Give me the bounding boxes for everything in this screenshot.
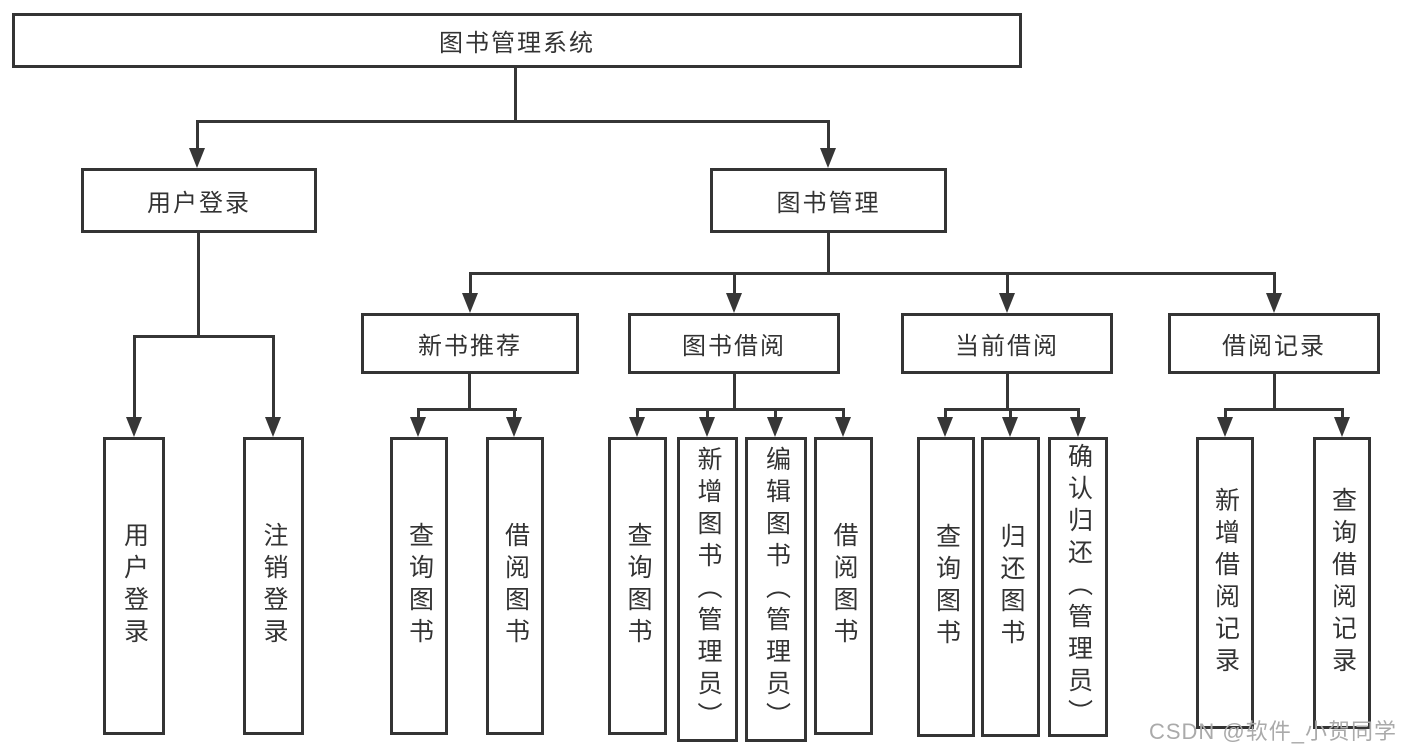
- leaf-cb-query-books: 查询图书: [917, 437, 975, 737]
- connector-root-to-userlogin-shaft: [196, 120, 199, 150]
- connector-newbook-vline: [468, 374, 471, 411]
- leaf-cb-return-books-label: 归还图书: [997, 523, 1025, 651]
- connector-br-add-shaft: [1224, 408, 1227, 420]
- arrow-to-cb-query: [937, 417, 953, 437]
- node-book-borrow: 图书借阅: [628, 313, 840, 374]
- connector-bb-edit-shaft: [774, 408, 777, 420]
- leaf-bb-add-books-admin-label: 新增图书（管理员）: [694, 445, 722, 734]
- arrow-to-newbook: [462, 293, 478, 313]
- node-new-book-recommend: 新书推荐: [361, 313, 579, 374]
- node-current-borrow: 当前借阅: [901, 313, 1113, 374]
- leaf-br-query-record: 查询借阅记录: [1313, 437, 1371, 729]
- connector-bb-borrow-shaft: [842, 408, 845, 420]
- arrow-to-bb-borrow: [835, 417, 851, 437]
- leaf-cb-confirm-return-admin-label: 确认归还（管理员）: [1064, 443, 1093, 731]
- leaf-cb-confirm-return-admin: 确认归还（管理员）: [1048, 437, 1108, 737]
- connector-bookborrow-hline: [636, 408, 845, 411]
- arrow-to-bb-add: [699, 417, 715, 437]
- arrow-to-userlogin: [189, 148, 205, 168]
- leaf-logout-label: 注销登录: [260, 522, 288, 650]
- leaf-user-login: 用户登录: [103, 437, 165, 735]
- connector-to-newbook-shaft: [469, 272, 472, 295]
- connector-nb-borrow-shaft: [513, 408, 516, 420]
- connector-to-leaf-userlogin-shaft: [133, 335, 136, 419]
- leaf-cb-return-books: 归还图书: [981, 437, 1040, 737]
- arrow-to-nb-borrow: [506, 417, 522, 437]
- leaf-bb-query-books: 查询图书: [608, 437, 667, 735]
- csdn-watermark: CSDN @软件_小贺同学: [1148, 719, 1397, 744]
- leaf-br-add-record: 新增借阅记录: [1196, 437, 1254, 729]
- node-root-label: 图书管理系统: [439, 30, 595, 57]
- connector-to-leaf-logout-shaft: [272, 335, 275, 419]
- leaf-bb-add-books-admin: 新增图书（管理员）: [677, 437, 738, 742]
- node-root: 图书管理系统: [12, 13, 1022, 68]
- connector-borrowrecords-vline: [1273, 374, 1276, 411]
- connector-cb-query-shaft: [944, 408, 947, 420]
- leaf-bb-edit-books-admin: 编辑图书（管理员）: [745, 437, 807, 742]
- connector-to-borrowrecords-shaft: [1273, 272, 1276, 295]
- leaf-logout: 注销登录: [243, 437, 304, 735]
- arrow-to-leaf-logout: [265, 417, 281, 437]
- connector-bookborrow-vline: [733, 374, 736, 411]
- leaf-user-login-label: 用户登录: [120, 522, 149, 650]
- connector-nb-query-shaft: [417, 408, 420, 420]
- arrow-to-nb-query: [410, 417, 426, 437]
- node-new-book-recommend-label: 新书推荐: [418, 333, 522, 360]
- leaf-br-query-record-label: 查询借阅记录: [1328, 487, 1357, 679]
- node-borrow-records-label: 借阅记录: [1222, 333, 1326, 360]
- node-user-login-branch: 用户登录: [81, 168, 317, 233]
- arrow-to-leaf-userlogin: [126, 417, 142, 437]
- leaf-cb-query-books-label: 查询图书: [932, 523, 961, 651]
- node-book-mgmt-branch: 图书管理: [710, 168, 947, 233]
- connector-bb-add-shaft: [706, 408, 709, 420]
- node-borrow-records: 借阅记录: [1168, 313, 1380, 374]
- connector-currentborrow-vline: [1006, 374, 1009, 411]
- leaf-br-add-record-label: 新增借阅记录: [1211, 487, 1240, 679]
- arrow-to-br-add: [1217, 417, 1233, 437]
- arrow-to-cb-confirm: [1070, 417, 1086, 437]
- arrow-to-cb-return: [1002, 417, 1018, 437]
- connector-newbook-hline: [417, 408, 517, 411]
- connector-userlogin-hline: [133, 335, 275, 338]
- connector-root-hline: [196, 120, 830, 123]
- connector-root-to-bookmgmt-shaft: [827, 120, 830, 150]
- arrow-to-borrowrecords: [1266, 293, 1282, 313]
- connector-userlogin-vline: [197, 233, 200, 337]
- connector-bb-query-shaft: [636, 408, 639, 420]
- leaf-bb-borrow-books: 借阅图书: [814, 437, 873, 735]
- arrow-to-bookborrow: [726, 293, 742, 313]
- leaf-nb-borrow-books: 借阅图书: [486, 437, 544, 735]
- node-user-login-branch-label: 用户登录: [147, 190, 251, 217]
- arrow-to-bookmgmt: [820, 148, 836, 168]
- leaf-nb-query-books-label: 查询图书: [405, 522, 434, 650]
- leaf-bb-query-books-label: 查询图书: [624, 522, 652, 650]
- connector-currentborrow-hline: [944, 408, 1080, 411]
- leaf-bb-borrow-books-label: 借阅图书: [830, 522, 858, 650]
- leaf-nb-query-books: 查询图书: [390, 437, 448, 735]
- connector-to-bookborrow-shaft: [733, 272, 736, 295]
- leaf-nb-borrow-books-label: 借阅图书: [501, 522, 530, 650]
- arrow-to-br-query: [1334, 417, 1350, 437]
- connector-bookmgmt-hline: [469, 272, 1275, 275]
- arrow-to-bb-edit: [767, 417, 783, 437]
- connector-root-vline: [514, 68, 517, 122]
- connector-br-query-shaft: [1341, 408, 1344, 420]
- connector-borrowrecords-hline: [1224, 408, 1344, 411]
- arrow-to-currentborrow: [999, 293, 1015, 313]
- connector-to-currentborrow-shaft: [1006, 272, 1009, 295]
- leaf-bb-edit-books-admin-label: 编辑图书（管理员）: [762, 445, 791, 734]
- connector-cb-return-shaft: [1009, 408, 1012, 420]
- connector-cb-confirm-shaft: [1077, 408, 1080, 420]
- node-book-borrow-label: 图书借阅: [682, 333, 786, 360]
- node-current-borrow-label: 当前借阅: [955, 333, 1059, 360]
- node-book-mgmt-branch-label: 图书管理: [776, 190, 881, 217]
- connector-bookmgmt-vline: [827, 233, 830, 274]
- arrow-to-bb-query: [629, 417, 645, 437]
